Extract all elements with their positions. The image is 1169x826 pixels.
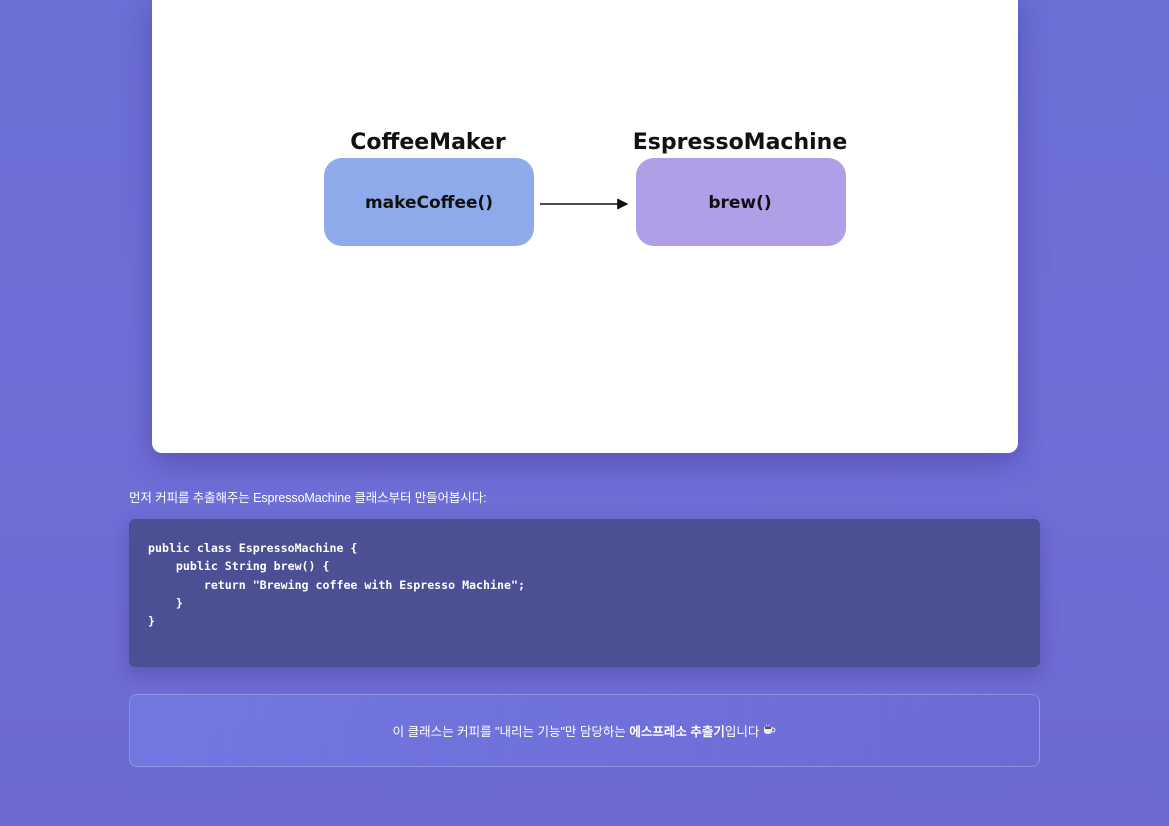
coffee-icon	[763, 723, 776, 738]
espressomachine-title: EspressoMachine	[633, 130, 848, 155]
brew-method: brew()	[708, 193, 771, 213]
diagram-card: CoffeeMaker makeCoffee() EspressoMachine…	[152, 0, 1018, 453]
coffeemaker-title: CoffeeMaker	[350, 130, 506, 155]
note-text: 이 클래스는 커피를 "내리는 기능"만 담당하는 에스프레소 추출기입니다	[393, 721, 760, 740]
note-highlight: 에스프레소 추출기	[629, 725, 725, 739]
note-callout: 이 클래스는 커피를 "내리는 기능"만 담당하는 에스프레소 추출기입니다	[129, 694, 1040, 767]
note-prefix: 이 클래스는 커피를 "내리는 기능"만 담당하는	[392, 725, 630, 739]
coffeemaker-box	[324, 158, 534, 246]
code-block: public class EspressoMachine { public St…	[129, 519, 1040, 667]
class-diagram: CoffeeMaker makeCoffee() EspressoMachine…	[324, 130, 848, 246]
intro-paragraph: 먼저 커피를 추출해주는 EspressoMachine 클래스부터 만들어봅시…	[129, 491, 487, 505]
note-suffix: 입니다	[724, 725, 760, 739]
make-coffee-method: makeCoffee()	[365, 193, 493, 213]
espressomachine-box	[636, 158, 846, 246]
